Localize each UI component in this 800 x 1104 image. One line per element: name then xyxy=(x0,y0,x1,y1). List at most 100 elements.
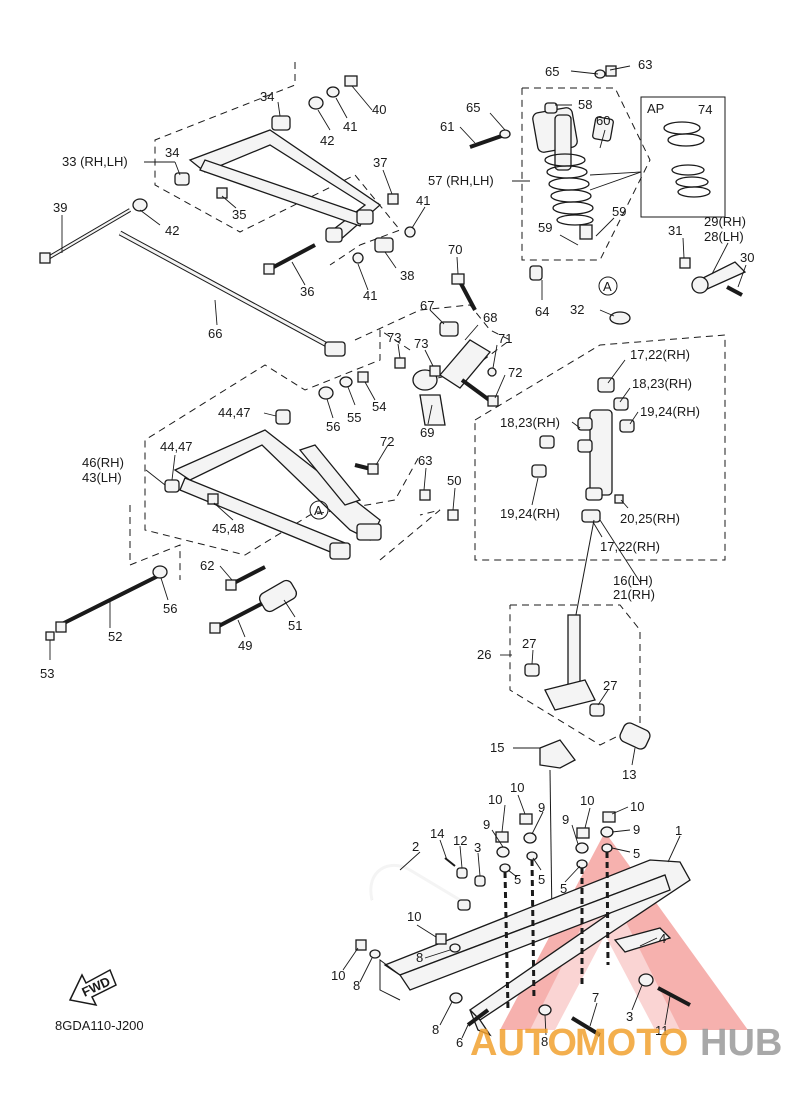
callout-9: 9 xyxy=(633,822,640,837)
callout-18-23: 18,23(RH) xyxy=(500,415,560,430)
ref-a-label-shock: A xyxy=(603,279,612,294)
callout-14: 14 xyxy=(430,826,444,841)
callout-19-24: 19,24(RH) xyxy=(640,404,700,419)
callout-59: 59 xyxy=(612,204,626,219)
ap-pointer-line-1 xyxy=(589,171,642,176)
callout-55: 55 xyxy=(347,410,361,425)
callout-67: 67 xyxy=(420,298,434,313)
callout-38: 38 xyxy=(400,268,414,283)
ap-label: AP xyxy=(647,101,664,116)
callout-3: 3 xyxy=(474,840,481,855)
callout-71: 71 xyxy=(498,331,512,346)
callout-10: 10 xyxy=(630,799,644,814)
spring-74 xyxy=(663,121,711,198)
callout-18-23: 18,23(RH) xyxy=(632,376,692,391)
ref-a-label-arm: A xyxy=(314,503,323,518)
callout-32: 32 xyxy=(570,302,584,317)
callout-41: 41 xyxy=(363,288,377,303)
long-bolt-39 xyxy=(39,208,132,264)
callout-26: 26 xyxy=(477,647,491,662)
callout-41: 41 xyxy=(343,119,357,134)
callout-70: 70 xyxy=(448,242,462,257)
callout-7: 7 xyxy=(592,990,599,1005)
callout-68: 68 xyxy=(483,310,497,325)
callout-52: 52 xyxy=(108,629,122,644)
callout-4: 4 xyxy=(659,931,666,946)
callout-64: 64 xyxy=(535,304,549,319)
callout-9: 9 xyxy=(483,817,490,832)
callout-33: 33 (RH,LH) xyxy=(62,154,128,169)
callout-54: 54 xyxy=(372,399,386,414)
callout-11: 11 xyxy=(655,1023,669,1038)
steering-arm-28-29 xyxy=(679,257,747,297)
diagram-code: 8GDA110-J200 xyxy=(55,1018,144,1033)
callout-12: 12 xyxy=(453,833,467,848)
upper-arm-group-outline xyxy=(154,62,401,266)
callout-17-22: 17,22(RH) xyxy=(600,539,660,554)
ski-spindle-lower-outline xyxy=(509,604,641,746)
watermark-logo xyxy=(500,832,748,1030)
callout-63: 63 xyxy=(638,57,652,72)
callout-5: 5 xyxy=(560,881,567,896)
callout-21: 21(RH) xyxy=(613,587,655,602)
callout-3: 3 xyxy=(626,1009,633,1024)
washers-upper xyxy=(132,75,416,264)
callout-8: 8 xyxy=(353,978,360,993)
spindle-group-outline xyxy=(474,334,726,561)
ref-a-circle-arm xyxy=(309,500,329,520)
callout-43: 43(LH) xyxy=(82,470,122,485)
callout-8: 8 xyxy=(416,950,423,965)
watermark-text: AUTO MOTO HUB xyxy=(470,1022,782,1064)
callout-9: 9 xyxy=(538,800,545,815)
spindle-16-21 xyxy=(531,311,635,621)
callout-56: 56 xyxy=(163,601,177,616)
callout-44-47: 44,47 xyxy=(160,439,193,454)
callout-69: 69 xyxy=(420,425,434,440)
callout-44-47: 44,47 xyxy=(218,405,251,420)
handle-2 xyxy=(369,864,471,911)
callout-65: 65 xyxy=(545,64,559,79)
callout-27: 27 xyxy=(603,678,617,693)
callout-45-48: 45,48 xyxy=(212,521,245,536)
callout-61: 61 xyxy=(440,119,454,134)
callout-39: 39 xyxy=(53,200,67,215)
callout-56: 56 xyxy=(326,419,340,434)
callout-57: 57 (RH,LH) xyxy=(428,173,494,188)
callout-10: 10 xyxy=(488,792,502,807)
callout-34: 34 xyxy=(260,89,274,104)
watermark-moto: MOTO xyxy=(575,1022,688,1064)
callout-42: 42 xyxy=(320,133,334,148)
callout-30: 30 xyxy=(740,250,754,265)
callout-15: 15 xyxy=(490,740,504,755)
callout-37: 37 xyxy=(373,155,387,170)
callout-10: 10 xyxy=(510,780,524,795)
callout-62: 62 xyxy=(200,558,214,573)
bolt-group-outline xyxy=(129,505,181,580)
callout-9: 9 xyxy=(562,812,569,827)
callout-5: 5 xyxy=(633,846,640,861)
callout-10: 10 xyxy=(580,793,594,808)
ap-inset-box xyxy=(640,96,726,218)
callout-59: 59 xyxy=(538,220,552,235)
upper-a-arm xyxy=(174,115,382,243)
callout-35: 35 xyxy=(232,207,246,222)
leader-lines xyxy=(49,65,747,1039)
callout-41: 41 xyxy=(416,193,430,208)
callout-10: 10 xyxy=(331,968,345,983)
watermark-hub: HUB xyxy=(700,1022,782,1064)
ref-a-circle-shock xyxy=(598,276,618,296)
callout-2: 2 xyxy=(412,839,419,854)
callout-10: 10 xyxy=(407,909,421,924)
callout-60: 60 xyxy=(596,113,610,128)
callout-36: 36 xyxy=(300,284,314,299)
callout-8: 8 xyxy=(541,1034,548,1049)
callout-5: 5 xyxy=(514,872,521,887)
callout-53: 53 xyxy=(40,666,54,681)
callout-46: 46(RH) xyxy=(82,455,124,470)
callout-50: 50 xyxy=(447,473,461,488)
callout-16: 16(LH) xyxy=(613,573,653,588)
callout-49: 49 xyxy=(238,638,252,653)
callout-34: 34 xyxy=(165,145,179,160)
callout-72: 72 xyxy=(380,434,394,449)
